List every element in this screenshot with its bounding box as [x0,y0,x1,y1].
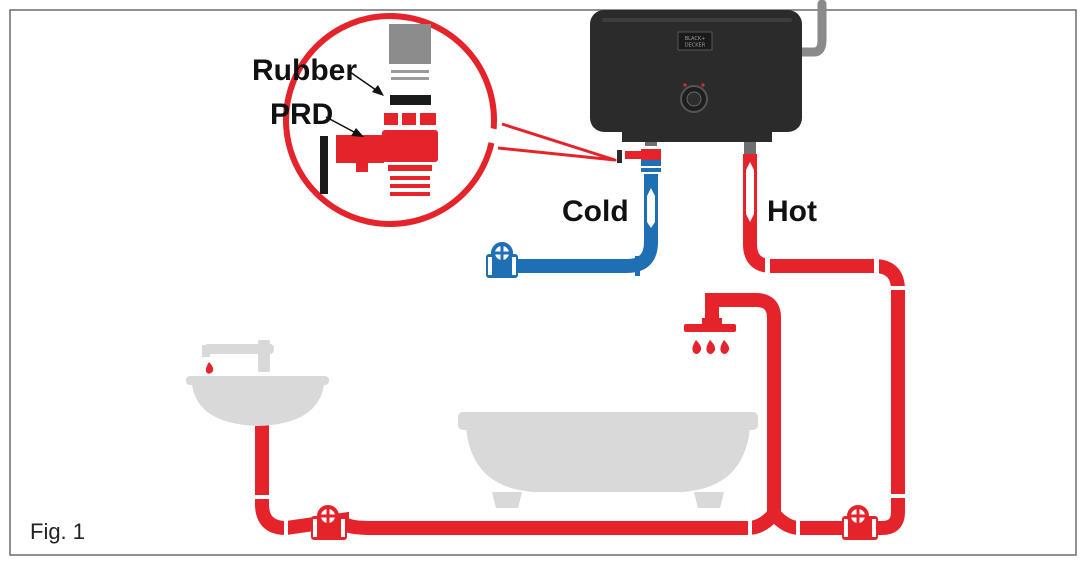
svg-text:DECKER: DECKER [685,43,706,49]
svg-text:BLACK+: BLACK+ [685,36,706,42]
rubber-label: Rubber [252,54,357,87]
hot-label: Hot [767,195,817,228]
figure-caption: Fig. 1 [30,519,85,544]
sink-icon [186,340,329,426]
prd-detail-callout [283,13,617,227]
prd-valve [617,146,662,163]
shower-head-icon [684,318,736,354]
water-heater: BLACK+ DECKER [590,10,802,142]
bathtub-icon [458,412,758,508]
rubber-washer [390,95,431,105]
hot-water-pipe [252,154,908,540]
brand-badge: BLACK+ DECKER [677,31,713,51]
cold-water-pipe [486,160,661,278]
supply-pipe-detail [389,24,431,64]
flue-pipe [795,0,827,57]
prd-pointer-arrow [325,116,355,133]
cold-label: Cold [562,195,629,228]
prd-label: PRD [270,98,333,131]
rubber-pointer-arrow [349,71,377,91]
